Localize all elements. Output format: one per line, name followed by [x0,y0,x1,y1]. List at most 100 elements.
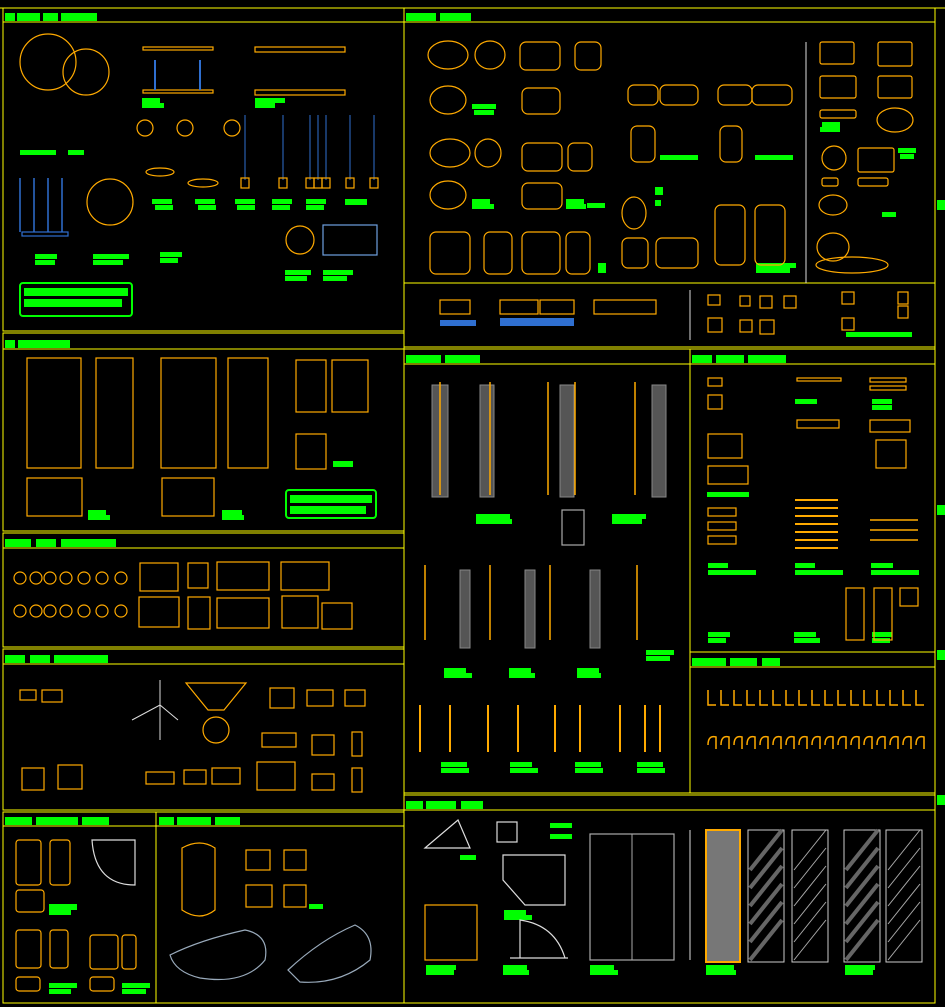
panel-title-block [730,658,757,666]
toilet-top [429,180,467,210]
panel-title-block [17,13,40,21]
toilet [659,84,699,106]
block-label [882,212,896,217]
glass-hatch [844,828,880,872]
faucet [707,735,717,749]
glass-panel-frosted [705,829,741,963]
faucet [798,735,808,749]
block-label [504,915,532,920]
shower-panel-square [496,821,518,843]
electronic-device [211,767,241,785]
towel-bar [707,465,749,485]
toilet [621,237,649,269]
block-label [237,205,255,210]
toilet [754,204,786,266]
toilet [719,125,743,163]
toilet [574,41,602,71]
panel-frame [2,811,157,1004]
electronic-device [351,767,363,793]
luggage [89,976,115,992]
electronic-device [256,761,296,791]
faucet [863,735,873,749]
ring-lamp [19,33,77,91]
fridge [95,357,134,469]
shower-spray-texture [524,569,536,649]
legend-border [19,282,133,317]
towel-bar [869,377,907,383]
glass-hatch [887,865,921,907]
block-label [794,638,820,643]
block-label [566,204,586,209]
bath-accessory [759,319,775,335]
panel-kitchen-appliances [2,532,405,648]
shelf [707,521,737,531]
legend-line [24,288,128,296]
kettle [29,571,43,585]
faucet [746,735,756,749]
shower-spray-texture [479,384,495,498]
block-label [122,983,150,988]
ring-lamp [86,178,134,226]
block-label [272,199,292,204]
block-label [142,98,160,103]
faucet [876,690,885,706]
block-label [655,187,663,195]
block-label [820,127,840,132]
linear-lamp [254,89,346,96]
faucet [837,735,847,749]
basin-round [818,194,848,216]
glass-hatch [844,900,880,944]
panel-electronics [2,648,405,811]
shower-niche [561,509,585,546]
luggage [49,929,69,969]
electronic-device [306,689,334,707]
panel-title-block [748,355,786,363]
block-label [577,673,601,678]
linear-lamp [142,89,214,94]
block-label [755,155,793,160]
luggage [15,839,42,886]
toilet [567,142,593,172]
faucet [785,690,794,706]
panel-title-block [5,340,15,348]
foot-massager [283,849,307,871]
block-label [575,762,601,767]
massage-chair-top [181,842,216,917]
glass-panel [885,829,923,963]
block-label [871,563,893,568]
kitchen-appliance [280,561,330,591]
basin-round [816,232,850,262]
glass-panel [791,829,829,963]
edge-label-block [937,200,945,210]
pendant-shade [240,177,250,189]
block-label [472,204,494,209]
panel-title-block [18,340,70,348]
block-label [323,270,353,275]
towel-bar [869,385,907,391]
toilet [714,204,746,266]
block-label [222,515,244,520]
panel-title-block [30,655,50,663]
basin [857,177,889,187]
fridge [26,357,82,469]
glass-panel [747,828,785,963]
block-label [846,332,912,337]
shower-spray-texture [559,384,575,498]
glass-hatch [844,918,880,962]
block-label [441,768,469,773]
block-label [872,399,892,404]
basin-round [876,107,914,133]
toilet-top [474,40,506,70]
towel-bar [796,419,840,429]
block-label [49,983,77,988]
block-label [426,965,456,970]
bath-accessory [841,291,855,305]
block-label [550,823,572,828]
bath-accessory [841,317,855,331]
block-label [566,199,584,204]
panel-title-block [61,539,116,547]
block-label [822,122,840,127]
kitchen-appliance [321,602,353,630]
faucet [772,690,781,706]
